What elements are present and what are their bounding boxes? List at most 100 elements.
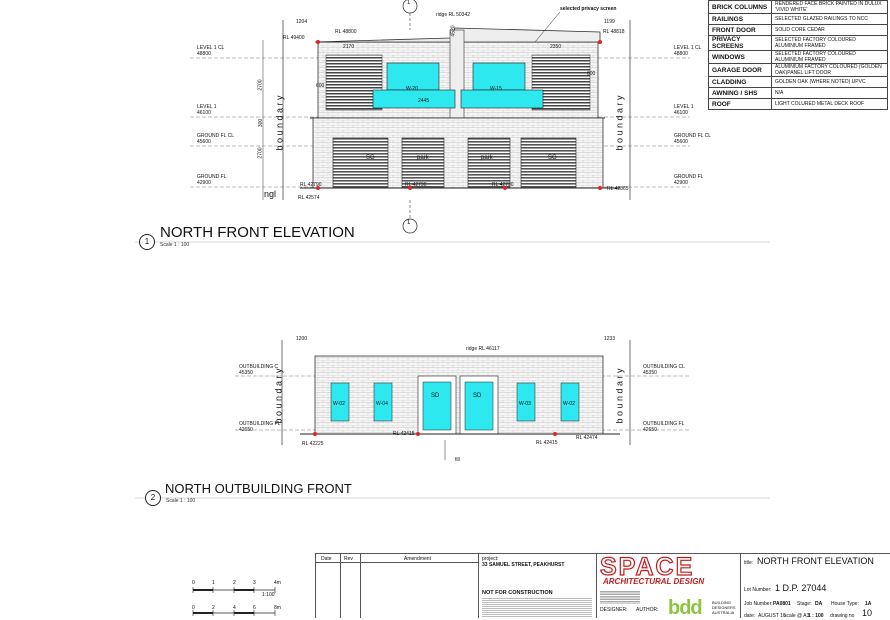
boundary-label-left: b o u n d a r y xyxy=(274,95,285,151)
tb-col-rev: Rev xyxy=(344,556,353,562)
garage-text: park xyxy=(417,155,429,161)
tb-date: AUGUST 16 xyxy=(758,613,786,619)
dim: 4520 xyxy=(450,25,457,37)
rl-label: RL 48818 xyxy=(603,29,625,35)
tb-stage-label: Stage: xyxy=(797,601,812,607)
window-tag: W-04 xyxy=(376,401,388,407)
tb-address xyxy=(600,590,640,604)
schedule-value: LIGHT COLURED METAL DECK ROOF xyxy=(771,98,888,110)
scale-tick: 2 xyxy=(212,605,215,611)
rl-label: RL 48800 xyxy=(335,29,357,35)
window-tag: W-20 xyxy=(406,86,418,92)
space-logo-sub: ARCHITECTURAL DESIGN xyxy=(603,577,705,586)
scale-tick: 0 xyxy=(192,605,195,611)
dim: 600 xyxy=(316,83,325,89)
fill-note: fill xyxy=(455,457,460,463)
window-tag: W-02 xyxy=(563,401,575,407)
garage-text: park xyxy=(481,155,493,161)
tb-project-label: project: xyxy=(482,556,499,562)
elevation-title-1: NORTH FRONT ELEVATION xyxy=(160,224,355,241)
rl-label: RL 42415 xyxy=(536,440,558,446)
tb-scale: 1 : 100 xyxy=(808,613,824,619)
schedule-value: SELECTED FACTORY COLOURED ALUMINIUM FRAM… xyxy=(771,50,888,64)
tb-project: 33 SAMUEL STREET, PEAKHURST xyxy=(482,562,565,568)
ridge-label-2: ridge RL 46117 xyxy=(466,346,500,352)
boundary-label-right-2: b o u n d a r y xyxy=(614,368,625,424)
bdd-text: BUILDING DESIGNERS AUSTRALIA xyxy=(712,600,736,615)
tb-col-amendment: Amendment xyxy=(404,556,431,562)
tb-lot: 1 D.P. 27044 xyxy=(775,583,827,593)
tb-fine-print xyxy=(482,597,592,617)
scale-tick: 1 xyxy=(212,580,215,586)
door-tag: SD xyxy=(431,393,440,399)
dim: 2700 xyxy=(257,147,264,159)
tb-lot-label: Lot Number: xyxy=(744,587,772,593)
boundary-label-left-2: b o u n d a r y xyxy=(273,368,284,424)
rl-label: RL 42415 xyxy=(393,431,415,437)
dim: 1200 xyxy=(296,336,308,342)
scale-label: 1:100 xyxy=(262,592,275,598)
tb-stage: DA xyxy=(815,601,823,607)
scale-tick: 3 xyxy=(253,580,256,586)
dim: 300 xyxy=(258,118,265,128)
tb-house: 1A xyxy=(865,601,872,607)
bdd-logo: bdd xyxy=(668,597,703,619)
drawing-number-2: 2 xyxy=(145,490,161,506)
scale-tick: 6 xyxy=(253,605,256,611)
ridge-label: ridge RL 50342 xyxy=(436,12,471,18)
garage-text: SG xyxy=(366,155,375,161)
tb-drawing-label: drawing no xyxy=(830,613,855,619)
dim: 1204 xyxy=(296,19,308,25)
tb-house-label: House Type: xyxy=(831,601,859,607)
space-logo: SPACE xyxy=(599,552,695,581)
rl-label: RL 42865 xyxy=(607,186,629,192)
rl-label: RL 42225 xyxy=(302,441,324,447)
tb-col-date: Date xyxy=(321,556,332,562)
window-tag: W-15 xyxy=(490,86,502,92)
tb-drawing: 10 xyxy=(862,608,873,618)
scale-tick: 0 xyxy=(192,580,195,586)
section-ref-top: 1 xyxy=(407,0,411,6)
dim: 2700 xyxy=(257,79,264,91)
drawing-number-1: 1 xyxy=(139,234,155,250)
dim: 1233 xyxy=(604,336,616,342)
dim: 2445 xyxy=(418,98,430,104)
rl-label: RL 42574 xyxy=(298,195,320,201)
door-tag: SD xyxy=(473,393,482,399)
elevation-drawing xyxy=(135,0,770,499)
elevation-scale-2: Scale 1 : 100 xyxy=(166,498,196,504)
north-outbuilding-elevation xyxy=(235,340,690,460)
tb-date-label: date: xyxy=(744,613,756,619)
boundary-label-right: b o u n d a r y xyxy=(614,95,625,151)
window-tag: W-03 xyxy=(519,401,531,407)
rl-label: RL 49400 xyxy=(283,35,305,41)
rl-label: RL 42790 xyxy=(405,182,427,188)
dim: 1199 xyxy=(604,19,615,25)
scale-bars xyxy=(192,587,276,616)
dim: 600 xyxy=(587,71,596,77)
section-ref-bottom: 1 xyxy=(407,220,411,226)
rl-label: RL 42790 xyxy=(492,182,514,188)
tb-title-label: title: xyxy=(744,560,754,566)
scale-tick: 2 xyxy=(233,580,236,586)
tb-author: AUTHOR: xyxy=(636,607,659,613)
tb-scale-label: scale @ A3 xyxy=(784,613,810,619)
privacy-screen-note: selected privacy screen xyxy=(560,6,617,12)
rl-label: RL 42474 xyxy=(576,435,598,441)
tb-job-label: Job Number: xyxy=(744,601,773,607)
